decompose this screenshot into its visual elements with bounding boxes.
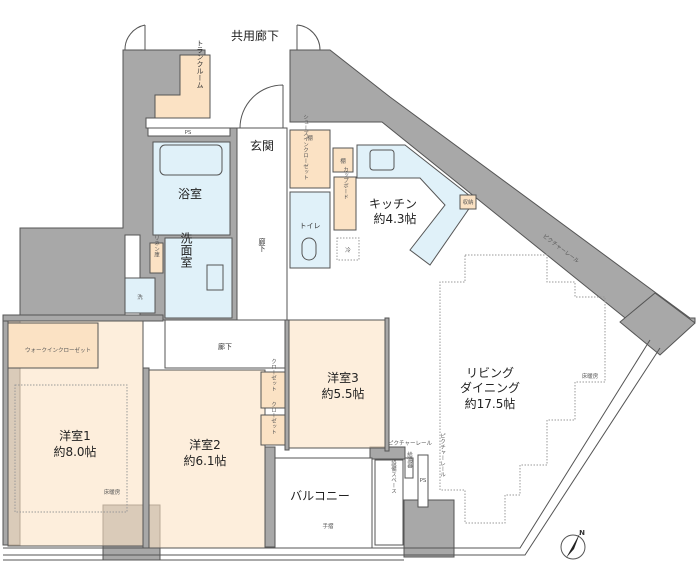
living-label: リビング (466, 366, 514, 380)
picture-rail-label-3: ピクチャーレール (439, 433, 446, 478)
dining-label: ダイニング (460, 380, 520, 395)
storage (459, 194, 477, 210)
ps-shaft-2 (417, 454, 429, 508)
shelf-label-2: 棚 (340, 157, 346, 165)
north-compass: N (560, 529, 586, 560)
room2-size: 約6.1帖 (183, 453, 226, 468)
shelf-label: 棚 (307, 134, 313, 142)
wic-label: ウォークインクローゼット (25, 346, 91, 354)
stove-icon (369, 149, 395, 171)
cupboard (333, 176, 357, 231)
equipment-space (374, 459, 404, 546)
fridge-space (336, 237, 360, 261)
corridor-label: 廊下 (218, 342, 232, 351)
water-heater-label: 給湯器 (406, 451, 413, 470)
cupboard-label: カップボード (342, 166, 349, 200)
washroom-label: 洗面室 (179, 232, 193, 268)
closet (260, 414, 286, 446)
trunk-room-label: トランクルーム (196, 40, 204, 89)
floor-heating-area (439, 254, 606, 524)
toilet (289, 191, 331, 269)
corridor (164, 319, 286, 369)
washer-label: 洗 (137, 293, 143, 301)
floor-heating-label-1: 床暖房 (104, 488, 121, 496)
fridge-label: 冷 (345, 246, 351, 254)
entrance-hall (236, 127, 288, 321)
ps-label-2: PS (420, 478, 427, 484)
bathroom (152, 141, 231, 236)
water-heater (404, 457, 414, 479)
hall-label: 廊下 (258, 237, 266, 253)
shoes-closet-label: シューズインクローゼット (302, 114, 309, 180)
kitchen-size: 約4.3帖 (373, 211, 416, 226)
linen-closet (149, 242, 164, 274)
north-label: N (579, 529, 585, 537)
shoes-closet (289, 129, 331, 189)
walk-in-closet (7, 322, 99, 369)
toilet-label: トイレ (300, 222, 321, 230)
closet-label: クローゼット (270, 358, 277, 392)
picture-rail-label-2: ピクチャーレール (388, 440, 432, 447)
toilet-bowl (301, 237, 317, 261)
shelf (332, 147, 354, 173)
closet-label-2: クローゼット (270, 401, 277, 435)
balcony-label: バルコニー (290, 489, 350, 503)
room3-label: 洋室3 (327, 370, 359, 385)
entrance-label: 玄関 (250, 138, 274, 153)
floor-heating-room1 (14, 384, 128, 513)
room1-size: 約8.0帖 (53, 444, 96, 459)
bathtub (159, 144, 223, 176)
washroom (164, 237, 233, 319)
floor-heating-label: 床暖房 (582, 372, 599, 380)
balcony (274, 457, 373, 549)
laundry-space (124, 277, 156, 314)
room2-label: 洋室2 (189, 437, 221, 452)
equipment-label: 設備スペース (390, 459, 397, 494)
trunk-room (154, 54, 211, 119)
room1-label: 洋室1 (59, 428, 91, 443)
common-corridor-label: 共用廊下 (231, 28, 279, 43)
room-3 (288, 319, 386, 449)
door-arc (296, 24, 321, 51)
kitchen-counter (356, 144, 476, 266)
linen-label: リネン庫 (153, 235, 160, 258)
door-arc (124, 24, 146, 51)
ps-shaft (147, 127, 231, 137)
room3-size: 約5.5帖 (321, 386, 364, 401)
handrail-label: 手摺 (322, 522, 334, 530)
room-2 (148, 369, 266, 549)
closet (260, 371, 286, 409)
storage-label: 収納 (462, 198, 474, 206)
front-door (239, 84, 284, 129)
window-lines (3, 339, 661, 561)
ps-label: PS (185, 130, 192, 136)
living-size: 約17.5帖 (465, 396, 516, 411)
kitchen-label: キッチン (369, 197, 417, 211)
bathroom-label: 浴室 (178, 186, 202, 201)
sink (206, 264, 224, 291)
